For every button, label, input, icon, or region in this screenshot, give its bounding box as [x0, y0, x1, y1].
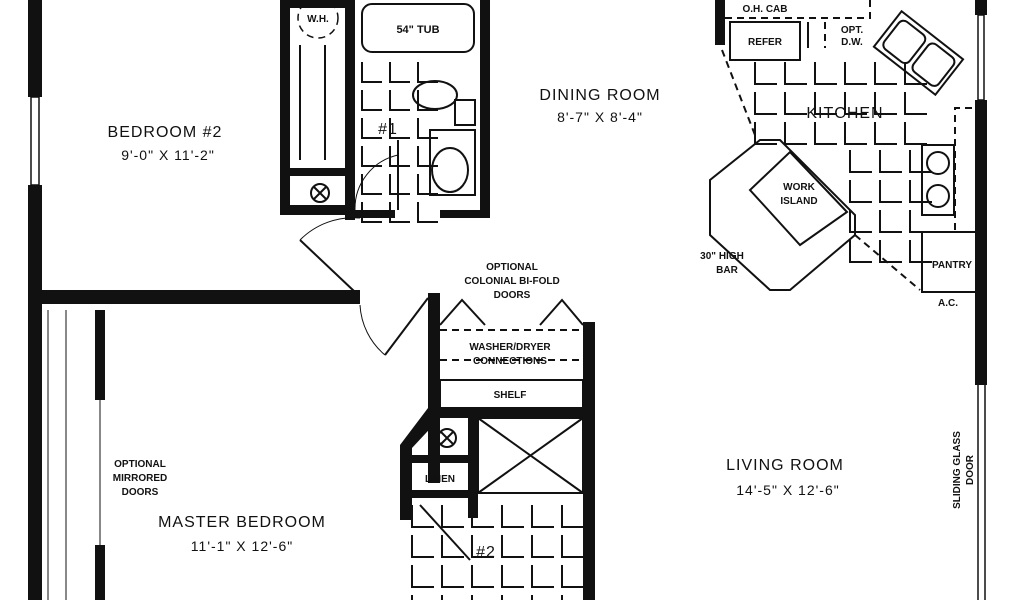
shelf-label: SHELF	[494, 390, 527, 401]
bath2-label: #2	[476, 544, 496, 561]
sliding-door-label-2: DOOR	[965, 454, 976, 485]
bath1-label: #1	[378, 121, 398, 138]
bar-label-1: 30" HIGH	[700, 251, 744, 262]
bifold-label-1: OPTIONAL	[486, 262, 538, 273]
pantry-label: PANTRY	[932, 260, 972, 271]
dining-dims: 8'-7" X 8'-4"	[557, 109, 643, 125]
bifold-label-3: DOORS	[494, 290, 531, 301]
tub-label: 54" TUB	[396, 24, 439, 36]
living-label: LIVING ROOM	[726, 457, 844, 474]
mirrored-label-3: DOORS	[122, 487, 159, 498]
kitchen-fixtures	[709, 0, 978, 293]
ac-label: A.C.	[938, 298, 958, 309]
bedroom2-dims: 9'-0" X 11'-2"	[121, 147, 215, 163]
room-labels: BEDROOM #2 9'-0" X 11'-2" DINING ROOM 8'…	[108, 87, 883, 561]
master-dims: 11'-1" X 12'-6"	[191, 538, 293, 554]
fixture-labels: W.H. 54" TUB O.H. CAB REFER OPT. D.W. WO…	[113, 4, 976, 509]
bifold-label-2: COLONIAL BI-FOLD	[464, 276, 559, 287]
linen-label: LINEN	[425, 474, 455, 485]
kitchen-label: KITCHEN	[806, 105, 883, 122]
dining-label: DINING ROOM	[539, 87, 660, 104]
refer-label: REFER	[748, 37, 783, 48]
bedroom2-label: BEDROOM #2	[108, 124, 223, 141]
washer-label-1: WASHER/DRYER	[469, 342, 551, 353]
living-dims: 14'-5" X 12'-6"	[736, 482, 839, 498]
floor-tiles	[361, 62, 932, 600]
washer-label-2: CONNECTIONS	[473, 356, 547, 367]
mirrored-label-2: MIRRORED	[113, 473, 167, 484]
work-island-label-1: WORK	[783, 182, 815, 193]
walls	[28, 0, 987, 600]
oh-cab-label: O.H. CAB	[743, 4, 788, 15]
bar-label-2: BAR	[716, 265, 738, 276]
water-heater-label: W.H.	[307, 14, 329, 25]
doors	[299, 140, 584, 561]
sliding-door-label-1: SLIDING GLASS	[952, 431, 963, 509]
mirrored-label-1: OPTIONAL	[114, 459, 166, 470]
master-label: MASTER BEDROOM	[158, 514, 326, 531]
opt-dw-label-2: D.W.	[841, 37, 863, 48]
work-island-label-2: ISLAND	[780, 196, 817, 207]
opt-dw-label-1: OPT.	[841, 25, 863, 36]
